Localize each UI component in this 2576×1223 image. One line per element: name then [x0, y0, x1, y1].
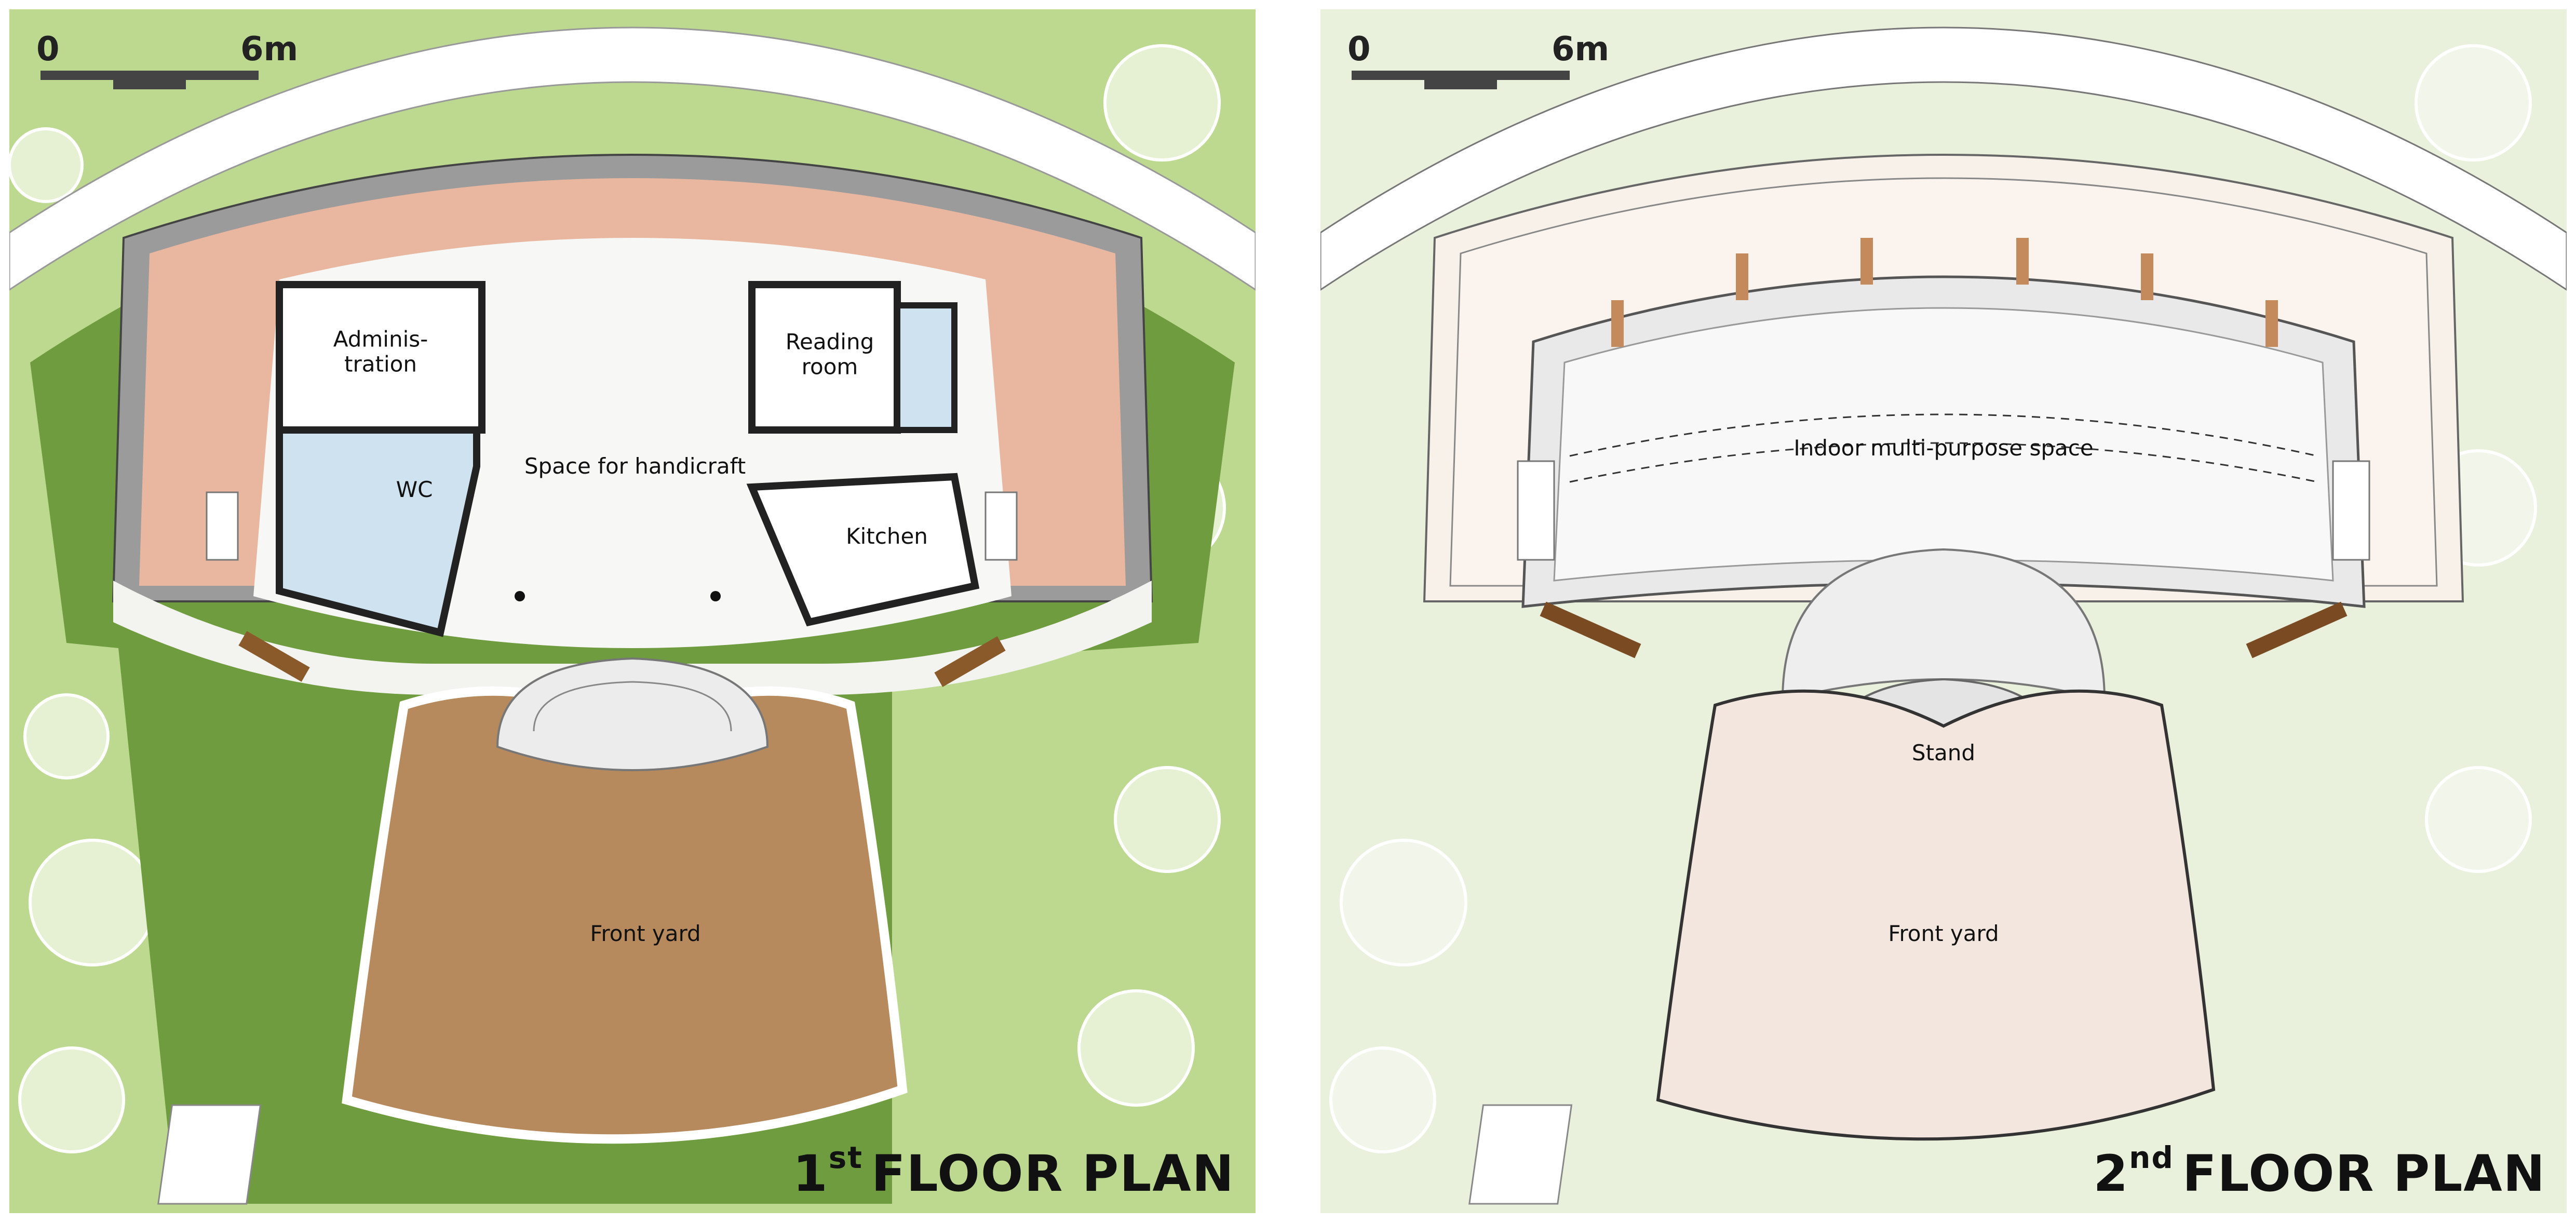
entrance-steps [157, 1104, 262, 1205]
wooden-posts [1611, 238, 2278, 347]
left-stairs [1517, 460, 1555, 561]
outer-path [1320, 26, 2567, 291]
scale-bar [1352, 71, 1570, 89]
dashed-line [1569, 413, 2318, 457]
title-text: FLOOR PLAN [871, 1145, 1235, 1203]
post [1736, 253, 1748, 300]
right-stairs [984, 491, 1018, 561]
tree [1103, 44, 1221, 162]
right-rail [2246, 601, 2348, 658]
scale-end: 6m [1552, 30, 1610, 69]
title-number: 2 [2093, 1145, 2129, 1203]
post [1860, 238, 1873, 285]
wc-room [276, 426, 480, 637]
scale-segment [41, 71, 113, 80]
wc-label: WC [396, 476, 433, 502]
scale-bar [41, 71, 259, 89]
scale-segment [113, 80, 186, 89]
left-stairs [206, 491, 239, 561]
right-stairs [2332, 460, 2370, 561]
administration-label: Adminis- tration [333, 326, 428, 377]
multipurpose-floor [1553, 307, 2334, 582]
scale-segment [1352, 71, 1424, 80]
tree [1329, 1046, 1436, 1153]
post [2141, 253, 2153, 300]
left-bench [238, 631, 310, 682]
kitchen-room [746, 473, 980, 627]
second-floor-plan: 0 6m Indoor multi-purpose space Stand Fr… [1320, 9, 2567, 1213]
administration-room [276, 281, 485, 434]
front-yard [1656, 689, 2216, 1141]
tree [23, 693, 110, 780]
post [1611, 300, 1624, 347]
reading-wc [894, 302, 957, 433]
title-text: FLOOR PLAN [2182, 1145, 2546, 1203]
stand-tiers [533, 681, 732, 732]
tree [18, 1046, 125, 1153]
tree [9, 127, 84, 203]
outer-path [9, 26, 1256, 291]
tree [1114, 766, 1221, 873]
stand-label: Stand [1911, 740, 1976, 765]
second-floor-drawing [1320, 9, 2567, 1213]
column [710, 591, 721, 601]
plaza [113, 581, 1152, 695]
tree [2415, 44, 2532, 162]
first-floor-plan: 0 6m Adminis- tration Reading room WC Sp… [9, 9, 1256, 1213]
title-number: 1 [792, 1145, 829, 1203]
scale-start: 0 [1347, 30, 1371, 69]
reading-room [748, 281, 901, 434]
trees [9, 44, 1226, 1153]
tree [2425, 766, 2532, 873]
stand [496, 657, 769, 771]
post [2265, 300, 2278, 347]
multipurpose-label: Indoor multi-purpose space [1793, 435, 2094, 461]
scale-segment [113, 71, 186, 80]
scale-segment [186, 71, 259, 80]
scale-segment [1497, 71, 1570, 80]
handicraft-label: Space for handicraft [524, 453, 746, 479]
scale-segment [1424, 80, 1497, 89]
first-floor-drawing [9, 9, 1256, 1213]
reading-room-label: Reading room [785, 329, 874, 380]
column [515, 591, 525, 601]
front-yard-label: Front yard [1888, 920, 1999, 946]
front-yard-label: Front yard [590, 920, 701, 946]
scale-segment [1424, 71, 1497, 80]
kitchen-label: Kitchen [846, 523, 928, 549]
tree [1340, 839, 1467, 966]
entrance-steps [1468, 1104, 1573, 1205]
tree [1077, 989, 1195, 1107]
post [2016, 238, 2029, 285]
scale-start: 0 [36, 30, 60, 69]
left-rail [1540, 601, 1641, 658]
right-bench [934, 636, 1006, 687]
scale-end: 6m [240, 30, 299, 69]
title-ordinal: nd [2129, 1140, 2174, 1175]
title-ordinal: st [828, 1140, 863, 1175]
tree [29, 839, 156, 966]
